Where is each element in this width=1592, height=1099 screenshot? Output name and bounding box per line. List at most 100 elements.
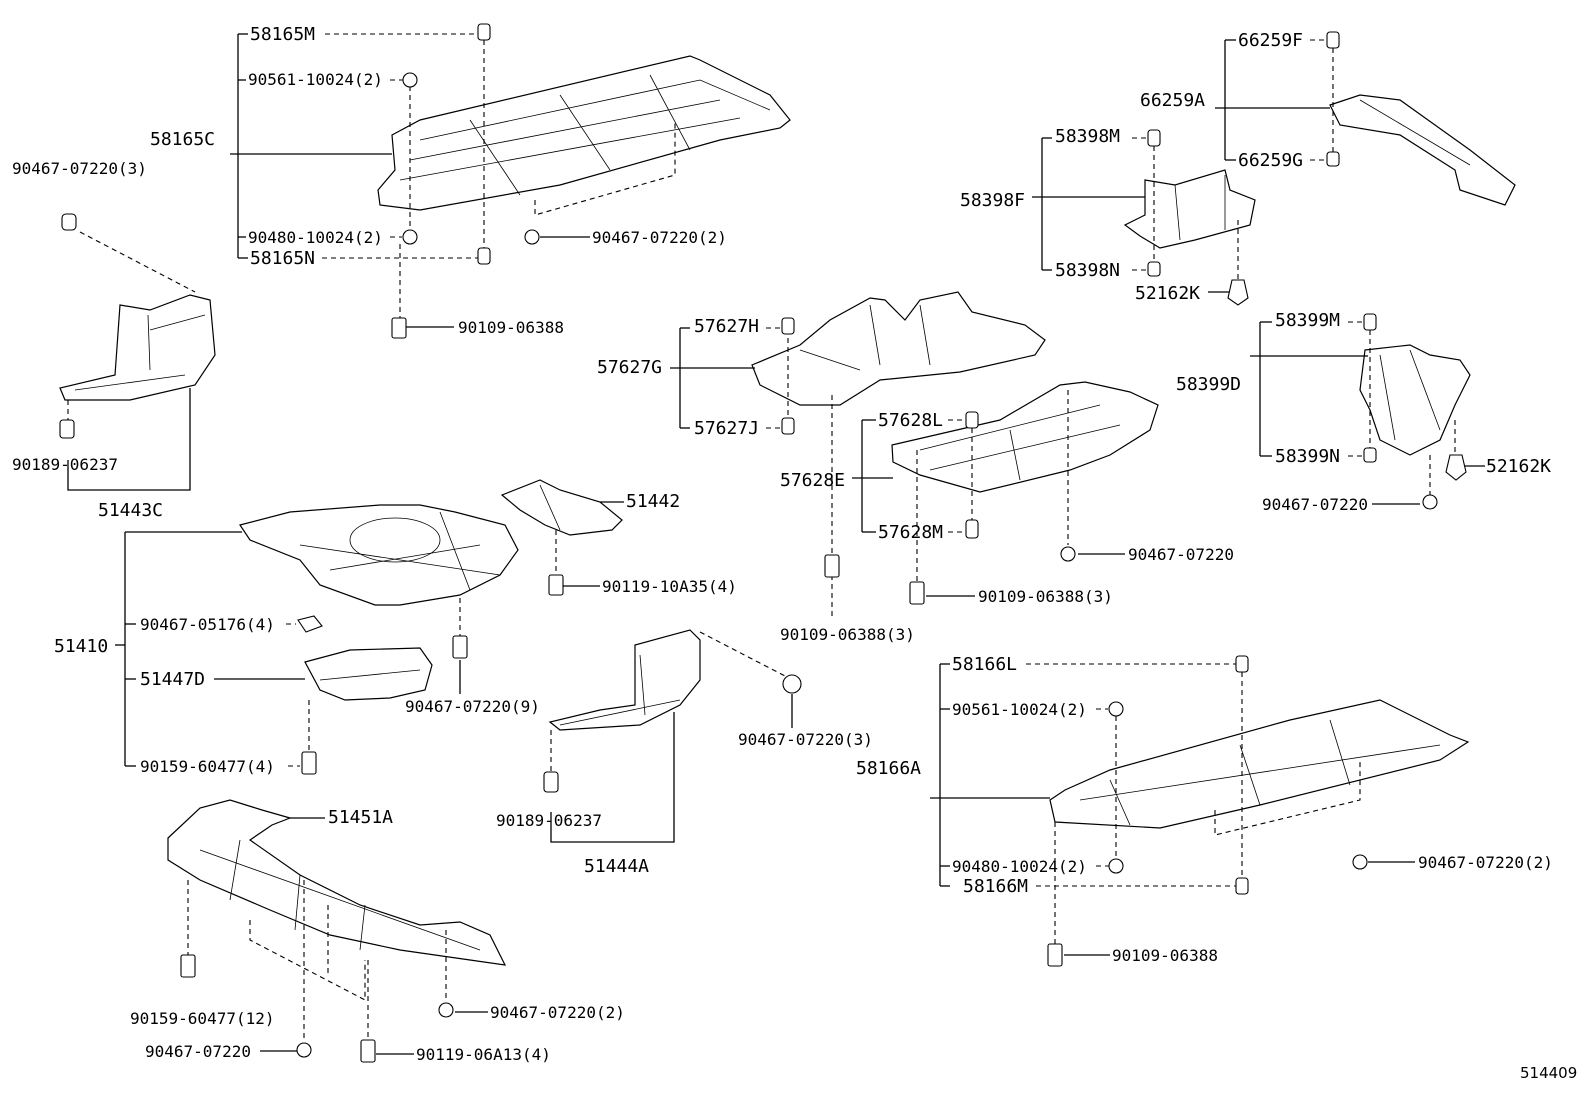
clip-58398m-icon xyxy=(1147,129,1161,147)
clip-58399n-icon xyxy=(1363,447,1377,463)
part-51410-group xyxy=(115,504,519,775)
nut-90561-icon xyxy=(402,72,418,88)
clip-66259g-icon xyxy=(1326,151,1340,167)
label-90189-06237-b[interactable]: 90189-06237 xyxy=(496,811,602,830)
part-58166a-shape[interactable] xyxy=(1049,699,1470,829)
label-57627h[interactable]: 57627H xyxy=(694,316,759,337)
label-90109-06388-3-b[interactable]: 90109-06388(3) xyxy=(780,625,915,644)
label-58165n[interactable]: 58165N xyxy=(250,248,315,269)
label-58166m[interactable]: 58166M xyxy=(963,876,1028,897)
label-66259g[interactable]: 66259G xyxy=(1238,150,1303,171)
bolt-90119-06a13-icon xyxy=(360,1039,376,1063)
part-57628e-shape[interactable] xyxy=(891,381,1159,493)
label-58398f[interactable]: 58398F xyxy=(960,190,1025,211)
label-90109-06388-b[interactable]: 90109-06388 xyxy=(1112,946,1218,965)
label-57628m[interactable]: 57628M xyxy=(878,522,943,543)
clip-90467-07220-d-icon xyxy=(296,1042,312,1058)
label-90189-06237-a[interactable]: 90189-06237 xyxy=(12,455,118,474)
label-58399n[interactable]: 58399N xyxy=(1275,446,1340,467)
part-57628e-group xyxy=(852,381,1159,605)
figure-number: 514409 xyxy=(1520,1064,1577,1082)
part-51444a-group xyxy=(543,629,802,843)
part-58398f-shape[interactable] xyxy=(1123,169,1256,249)
clip-57627j-icon xyxy=(781,417,795,435)
label-66259a[interactable]: 66259A xyxy=(1140,90,1205,111)
label-90467-07220-c[interactable]: 90467-07220 xyxy=(1128,545,1234,564)
label-51410[interactable]: 51410 xyxy=(54,636,108,657)
part-51442-group xyxy=(500,479,624,596)
label-57627j[interactable]: 57627J xyxy=(694,418,759,439)
label-51442[interactable]: 51442 xyxy=(626,491,680,512)
label-90561-10024-2-a[interactable]: 90561-10024(2) xyxy=(248,70,383,89)
label-52162k-b[interactable]: 52162K xyxy=(1486,456,1551,477)
part-51451a-shape[interactable] xyxy=(167,799,507,966)
clip-52162k-b-icon xyxy=(1445,454,1467,481)
part-51444a-shape[interactable] xyxy=(548,629,701,731)
label-58166a[interactable]: 58166A xyxy=(856,758,921,779)
label-90467-07220-3-b[interactable]: 90467-07220(3) xyxy=(738,730,873,749)
label-51447d[interactable]: 51447D xyxy=(140,669,205,690)
clip-90467-icon xyxy=(524,229,540,245)
clip-90467-07220-2-b-icon xyxy=(1352,854,1368,870)
label-90159-60477-12[interactable]: 90159-60477(12) xyxy=(130,1009,275,1028)
label-58398m[interactable]: 58398M xyxy=(1055,126,1120,147)
part-51443c-shape[interactable] xyxy=(59,294,216,401)
label-90159-60477-4[interactable]: 90159-60477(4) xyxy=(140,757,275,776)
label-90119-06a13-4[interactable]: 90119-06A13(4) xyxy=(416,1045,551,1064)
label-90467-07220-d[interactable]: 90467-07220 xyxy=(145,1042,251,1061)
label-58166l[interactable]: 58166L xyxy=(952,654,1017,675)
bolt-90159-60477-4-icon xyxy=(301,751,317,775)
label-90467-07220-b[interactable]: 90467-07220 xyxy=(1262,495,1368,514)
nut-90561-b-icon xyxy=(1108,701,1124,717)
label-57627g[interactable]: 57627G xyxy=(597,357,662,378)
label-90109-06388-a[interactable]: 90109-06388 xyxy=(458,318,564,337)
part-57627g-shape[interactable] xyxy=(751,291,1046,406)
label-52162k-a[interactable]: 52162K xyxy=(1135,283,1200,304)
bolt-90109-3-a-icon xyxy=(909,581,925,605)
label-66259f[interactable]: 66259F xyxy=(1238,30,1303,51)
clip-57628m-icon xyxy=(965,519,979,539)
label-58165m[interactable]: 58165M xyxy=(250,24,315,45)
label-51444a[interactable]: 51444A xyxy=(584,856,649,877)
clip-90467-c-icon xyxy=(1060,546,1076,562)
bolt-90109-3-b-icon xyxy=(824,554,840,578)
clip-90189-b-icon xyxy=(543,771,559,793)
label-57628l[interactable]: 57628L xyxy=(878,410,943,431)
part-66259a-group xyxy=(1215,31,1516,206)
label-90467-07220-3-a[interactable]: 90467-07220(3) xyxy=(12,159,147,178)
label-51451a[interactable]: 51451A xyxy=(328,807,393,828)
label-90480-10024-2-a[interactable]: 90480-10024(2) xyxy=(248,228,383,247)
part-66259a-shape[interactable] xyxy=(1329,94,1516,206)
label-90119-10a35-4[interactable]: 90119-10A35(4) xyxy=(602,577,737,596)
part-51410-shape[interactable] xyxy=(239,504,519,606)
label-51443c[interactable]: 51443C xyxy=(98,500,163,521)
clip-90189-icon xyxy=(59,419,75,439)
nut-90480-icon xyxy=(402,229,418,245)
part-51447d-shape[interactable] xyxy=(304,647,433,701)
label-90109-06388-3-a[interactable]: 90109-06388(3) xyxy=(978,587,1113,606)
bolt-90119-10a35-icon xyxy=(548,574,564,596)
part-58399d-shape[interactable] xyxy=(1359,344,1471,456)
part-58166a-group xyxy=(930,655,1470,967)
part-58399d-group xyxy=(1250,313,1485,510)
label-90561-10024-2-b[interactable]: 90561-10024(2) xyxy=(952,700,1087,719)
label-58399d[interactable]: 58399D xyxy=(1176,374,1241,395)
label-90467-07220-2-b[interactable]: 90467-07220(2) xyxy=(1418,853,1553,872)
part-58165c-shape[interactable] xyxy=(377,55,791,211)
label-90467-07220-2-a[interactable]: 90467-07220(2) xyxy=(592,228,727,247)
label-90467-07220-9[interactable]: 90467-07220(9) xyxy=(405,697,540,716)
label-58165c[interactable]: 58165C xyxy=(150,129,215,150)
label-58399m[interactable]: 58399M xyxy=(1275,310,1340,331)
label-57628e[interactable]: 57628E xyxy=(780,470,845,491)
clip-90467-b-icon xyxy=(1422,494,1438,510)
label-58398n[interactable]: 58398N xyxy=(1055,260,1120,281)
label-90467-05176-4[interactable]: 90467-05176(4) xyxy=(140,615,275,634)
part-58165c-group xyxy=(230,23,791,339)
clip-58398n-icon xyxy=(1147,261,1161,277)
part-51451a-group xyxy=(167,799,507,1063)
clip-57627h-icon xyxy=(781,317,795,335)
label-90480-10024-2-b[interactable]: 90480-10024(2) xyxy=(952,857,1087,876)
label-90467-07220-2-c[interactable]: 90467-07220(2) xyxy=(490,1003,625,1022)
part-51442-shape[interactable] xyxy=(500,479,623,536)
